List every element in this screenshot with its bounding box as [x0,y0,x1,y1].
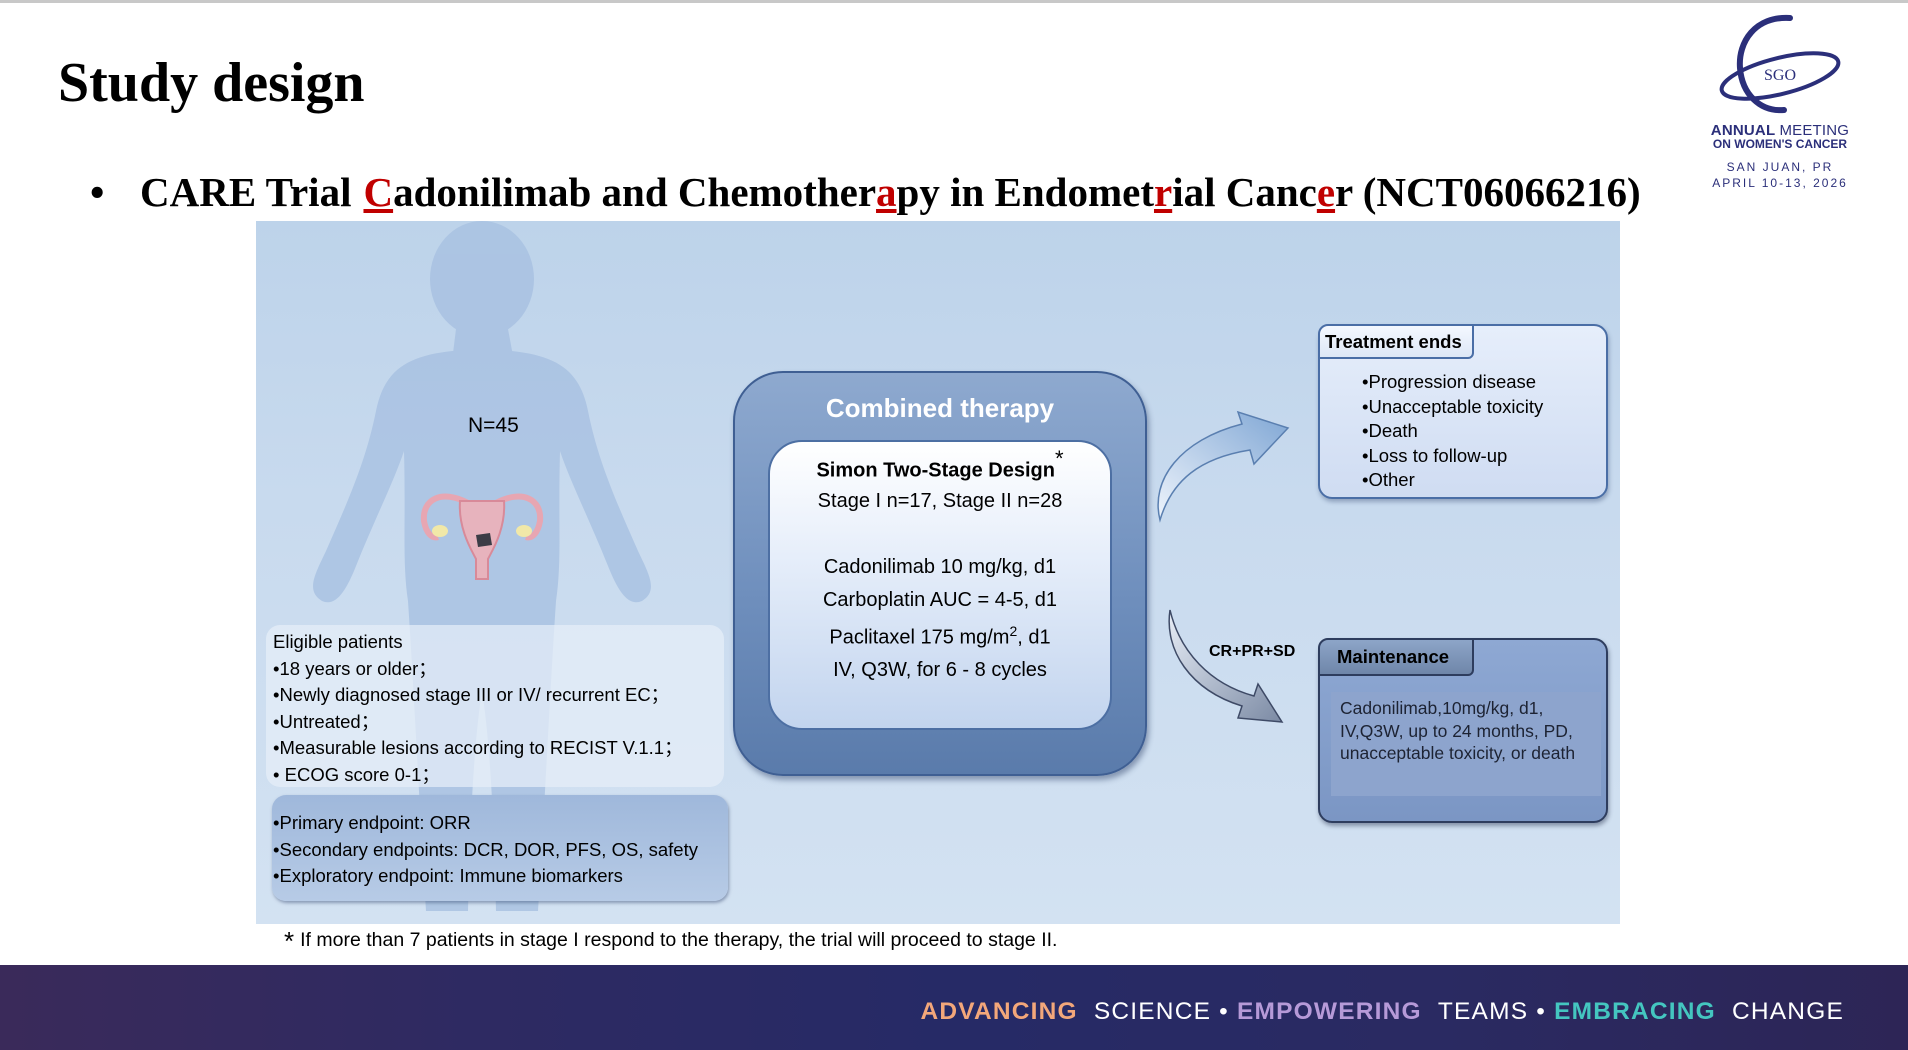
slide-title: Study design [58,52,365,114]
footer-tagline: ADVANCING SCIENCE • EMPOWERING TEAMS • E… [920,998,1844,1025]
acronym-text: adonilimab and Chemother [393,169,877,215]
flow-arrows [1157,410,1290,723]
footnote: *If more than 7 patients in stage I resp… [284,922,1058,956]
combined-therapy-title: Combined therapy [825,393,1055,423]
stage-sizes: Stage I n=17, Stage II n=28 [817,490,1063,512]
acronym-letter: r [1153,169,1173,215]
maintenance-title: Maintenance [1318,638,1474,676]
acronym-letter: a [876,169,897,215]
endpoints-box [272,795,728,901]
trial-name: CARE Trial [140,169,352,215]
schedule: IV, Q3W, for 6 - 8 cycles [833,659,1047,681]
endpoints-text: •Primary endpoint: ORR •Secondary endpoi… [273,810,698,890]
drug-cadonilimab: Cadonilimab 10 mg/kg, d1 [823,556,1057,578]
eligibility-item: • ECOG score 0-1； [273,763,440,785]
acronym-text: py in Endomet [896,169,1154,215]
acronym-letter: e [1316,169,1336,215]
footer-bar [0,965,1908,1050]
maintenance-text: Cadonilimab,10mg/kg, d1, IV,Q3W, up to 2… [1340,698,1576,763]
sgo-logo: SGO ANNUAL MEETING ON WOMEN'S CANCER SAN… [1700,12,1860,190]
endpoint-exploratory: •Exploratory endpoint: Immune biomarkers [273,865,623,886]
bullet-dot: • [90,169,105,215]
acronym-text: r (NCT06066216) [1335,169,1641,215]
treatment-ends-list: •Progression disease •Unacceptable toxic… [1362,370,1543,493]
acronym-letter: C [363,169,394,215]
endpoint-primary: •Primary endpoint: ORR [273,812,471,833]
sgo-emblem-icon: SGO [1719,14,1841,114]
arrow-label: CR+PR+SD [1209,643,1296,660]
eligibility-item: •Untreated； [273,710,380,732]
eligibility-box [266,625,724,787]
logo-dates: APRIL 10-13, 2026 [1712,176,1848,190]
top-divider [0,0,1908,3]
drug-carboplatin: Carboplatin AUC = 4-5, d1 [822,589,1058,611]
sample-size: N=45 [468,414,519,437]
logo-line2: ON WOMEN'S CANCER [1712,137,1848,151]
eligibility-item: •18 years or older； [273,657,437,679]
treatment-ends-item: •Death [1362,420,1418,441]
treatment-ends-item: •Loss to follow-up [1362,444,1508,466]
eligibility-item: •Measurable lesions according to RECIST … [273,737,683,758]
simon-design-title: Simon Two-Stage Design* [816,446,1064,482]
uterus-illustration [420,493,544,580]
footnote-mark: * [284,926,295,956]
arrow-down-icon [1168,609,1284,723]
drug-paclitaxel: Paclitaxel 175 mg/m2, d1 [829,623,1051,649]
treatment-ends-item: •Unacceptable toxicity [1362,395,1544,417]
endpoint-secondary: •Secondary endpoints: DCR, DOR, PFS, OS,… [273,838,698,860]
treatment-ends-title: Treatment ends [1318,324,1474,359]
eligibility-heading: Eligible patients [273,631,403,652]
logo-location: SAN JUAN, PR [1726,160,1834,174]
footnote-text: If more than 7 patients in stage I respo… [300,929,1058,951]
trial-full-name: Cadonilimab and Chemotherapy in Endometr… [363,169,1640,215]
treatment-ends-item: •Other [1362,469,1415,490]
logo-org-text: SGO [1764,67,1796,84]
treatment-ends-item: •Progression disease [1362,371,1537,392]
eligibility-text: Eligible patients •18 years or older； •N… [273,629,683,788]
simon-design-box [768,440,1112,730]
acronym-text: ial Canc [1172,169,1317,215]
arrow-up-icon [1157,410,1290,523]
eligibility-item: •Newly diagnosed stage III or IV/ recurr… [273,684,670,705]
maintenance-inner [1331,692,1601,796]
logo-line1: ANNUAL MEETING [1710,122,1850,139]
